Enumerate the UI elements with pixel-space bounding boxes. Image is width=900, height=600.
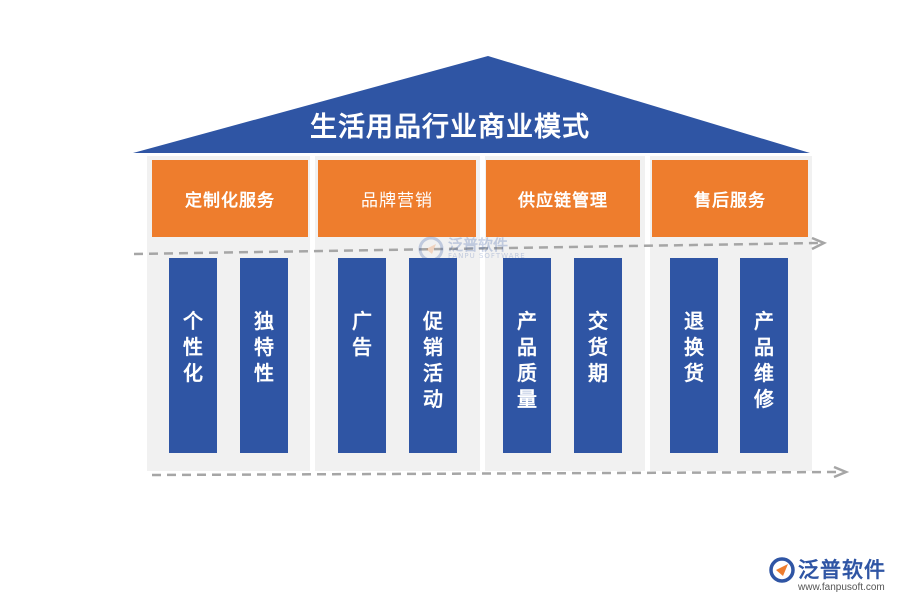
pillar-char: 活 [423,361,443,385]
pillar-char: 货 [684,361,704,385]
header-after-sales: 售后服务 [652,160,808,237]
logo-name: 泛普软件 [798,558,886,582]
logo-url: www.fanpusoft.com [798,582,885,593]
pillar-char: 货 [588,335,608,359]
watermark: 泛普软件 FANPU SOFTWARE [418,232,528,266]
pillar-char: 期 [588,361,608,385]
pillar-char: 产 [754,309,774,333]
pillar-char: 告 [352,335,372,359]
watermark-sub: FANPU SOFTWARE [448,252,526,260]
watermark-name: 泛普软件 [448,236,509,254]
fanpu-logo: 泛普软件 www.fanpusoft.com [768,554,898,598]
pillar-char: 产 [517,309,537,333]
pillar-2-2: 促销活动 [409,258,457,453]
pillar-2-1: 广告 [338,258,386,453]
pillar-3-2: 交货期 [574,258,622,453]
pillar-char: 品 [754,335,774,359]
pillar-char: 修 [754,387,774,411]
pillar-char: 性 [183,335,203,359]
pillar-3-1: 产品质量 [503,258,551,453]
pillar-char: 交 [588,309,608,333]
pillar-char: 个 [183,309,203,333]
pillar-char: 独 [254,309,274,333]
bottom-dashed-arrow [151,470,841,477]
pillar-char: 质 [517,361,537,385]
fanpu-logo-icon [769,557,795,583]
pillar-char: 特 [254,335,274,359]
pillar-4-2: 产品维修 [740,258,788,453]
pillar-char: 维 [754,361,774,385]
pillar-1-1: 个性化 [169,258,217,453]
pillar-char: 量 [517,387,537,411]
pillar-1-2: 独特性 [240,258,288,453]
pillar-char: 换 [684,335,704,359]
pillar-char: 销 [423,335,443,359]
pillar-char: 动 [423,387,443,411]
top-dashed-arrow [133,241,819,256]
pillar-char: 性 [254,361,274,385]
pillar-char: 品 [517,335,537,359]
pillar-char: 退 [684,309,704,333]
pillar-4-1: 退换货 [670,258,718,453]
header-supply-chain: 供应链管理 [486,160,640,237]
header-customization: 定制化服务 [152,160,308,237]
page-title: 生活用品行业商业模式 [310,112,590,143]
header-brand-marketing: 品牌营销 [318,160,476,237]
pillar-char: 广 [352,309,372,333]
roof [133,56,810,153]
pillar-char: 促 [423,309,443,333]
pillar-char: 化 [183,361,203,385]
